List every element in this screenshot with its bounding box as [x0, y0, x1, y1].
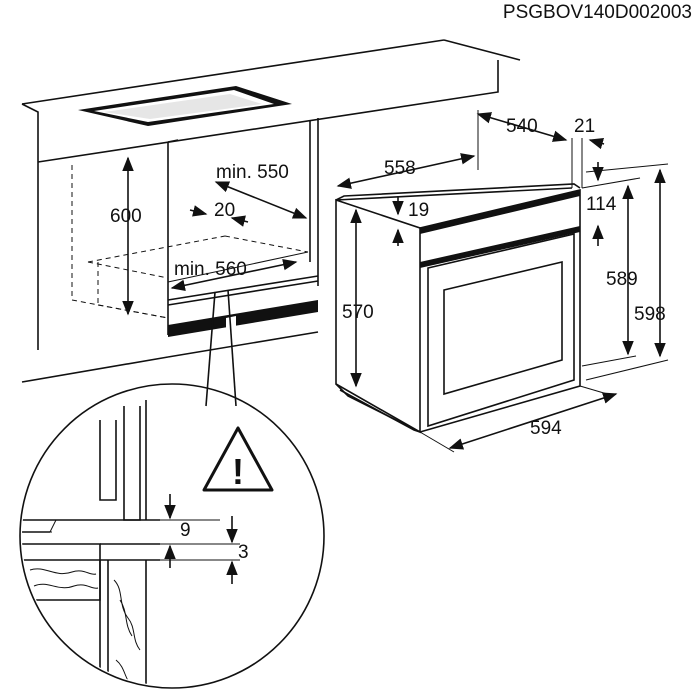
oven-dimensions: 540 21 558 19 114 570 589 598 594: [336, 110, 669, 453]
dim-20-label: 20: [214, 200, 235, 221]
dim-3-label: 3: [238, 542, 249, 563]
dim-558-label: 558: [384, 158, 416, 179]
dim-19-label: 19: [408, 200, 429, 221]
dim-21-label: 21: [574, 116, 595, 137]
dim-570-label: 570: [342, 302, 374, 323]
countertop: [21, 39, 521, 170]
niche-dimensions: 600 min. 550 20 min. 560: [110, 156, 308, 316]
dim-594-label: 594: [530, 418, 562, 439]
dim-114-label: 114: [586, 194, 617, 215]
warning-symbol: !: [232, 451, 244, 492]
dim-min560-label: min. 560: [174, 259, 247, 280]
dim-9-label: 9: [180, 520, 191, 541]
dim-540-label: 540: [506, 116, 538, 137]
warning-icon: !: [202, 426, 274, 492]
cabinet-niche: [21, 118, 319, 383]
product-code: PSGBOV140D002003: [503, 2, 692, 23]
dim-589-label: 589: [606, 269, 638, 290]
dim-min550-label: min. 550: [216, 162, 289, 183]
oven: [335, 183, 581, 434]
detail-callout: 9 3: [19, 289, 325, 689]
dim-598-label: 598: [634, 304, 666, 325]
dim-600-label: 600: [110, 206, 142, 227]
hob: [78, 86, 292, 126]
